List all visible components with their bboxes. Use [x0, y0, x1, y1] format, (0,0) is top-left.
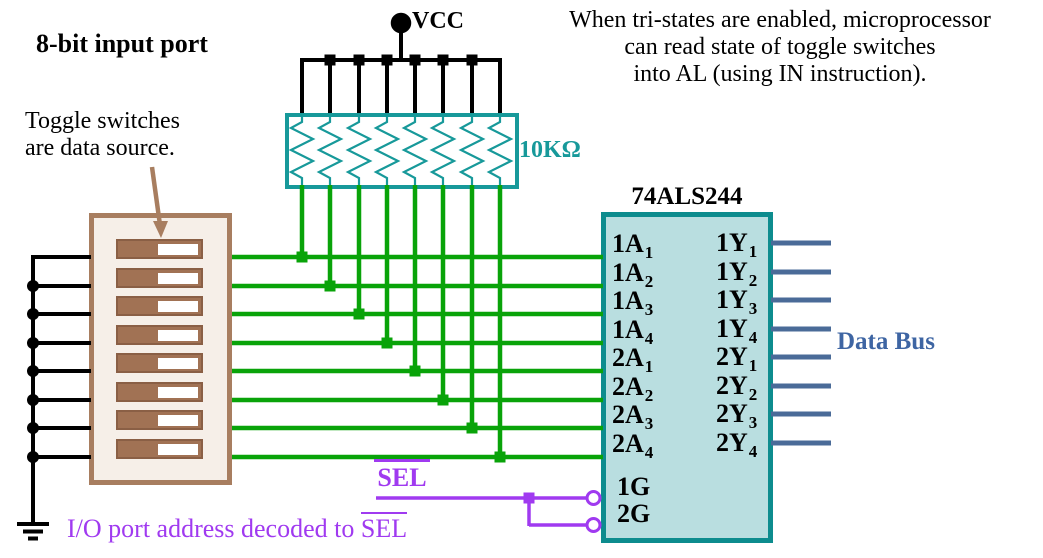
sel-overline-text: SEL	[374, 459, 430, 491]
pullup-bus-wires	[300, 54, 502, 118]
description-line3: into AL (using IN instruction).	[633, 61, 927, 87]
caption-prefix: I/O port address decoded to	[67, 514, 361, 543]
invert-bubble-2g-icon	[585, 517, 602, 533]
sel-signal-label: SEL	[372, 459, 432, 491]
switch-knob	[158, 414, 198, 426]
toggle-switch	[116, 268, 203, 288]
resistor-value-label: 10KΩ	[519, 137, 581, 163]
chip-pin-label: 1G	[617, 472, 651, 501]
switch-knob	[158, 300, 198, 312]
toggle-switch	[116, 325, 203, 345]
switch-knob	[158, 386, 198, 398]
io-decode-caption: I/O port address decoded to SEL	[67, 512, 408, 544]
ground-symbol-icon	[17, 522, 49, 541]
data-bus-stubs	[771, 240, 831, 446]
switch-knob	[158, 357, 198, 369]
sel-enable-wires	[376, 490, 602, 533]
switch-knob	[158, 272, 198, 284]
caption-sel-overline-text: SEL	[360, 512, 408, 543]
chip-pin-label: 2G	[617, 499, 651, 528]
vcc-label: VCC	[412, 8, 464, 34]
data-bus-label: Data Bus	[837, 328, 935, 355]
description-line2: can read state of toggle switches	[624, 34, 936, 60]
page-title: 8-bit input port	[36, 29, 208, 58]
toggle-switch	[116, 353, 203, 373]
switch-annotation: Toggle switches are data source.	[25, 108, 180, 161]
ground-side-wires	[27, 255, 91, 524]
switch-knob	[158, 329, 198, 341]
switch-knob	[158, 443, 198, 455]
description-note: When tri-states are enabled, microproces…	[524, 7, 1036, 88]
toggle-switch	[116, 382, 203, 402]
toggle-switch	[116, 239, 203, 259]
switch-annotation-line1: Toggle switches	[25, 108, 180, 134]
chip-name-label: 74ALS244	[631, 183, 743, 210]
description-line1: When tri-states are enabled, microproces…	[569, 7, 991, 33]
data-wires	[232, 185, 603, 463]
toggle-switch	[116, 296, 203, 316]
annotation-arrow-icon	[149, 166, 168, 238]
switch-annotation-line2: are data source.	[25, 134, 175, 161]
invert-bubble-1g-icon	[585, 490, 602, 506]
toggle-switch	[116, 439, 203, 459]
switch-knob	[158, 243, 198, 255]
resistor-zigzag-icons	[288, 117, 514, 185]
chip-74als244-body	[601, 212, 773, 543]
toggle-switch	[116, 410, 203, 430]
vcc-terminal-icon	[390, 12, 412, 34]
